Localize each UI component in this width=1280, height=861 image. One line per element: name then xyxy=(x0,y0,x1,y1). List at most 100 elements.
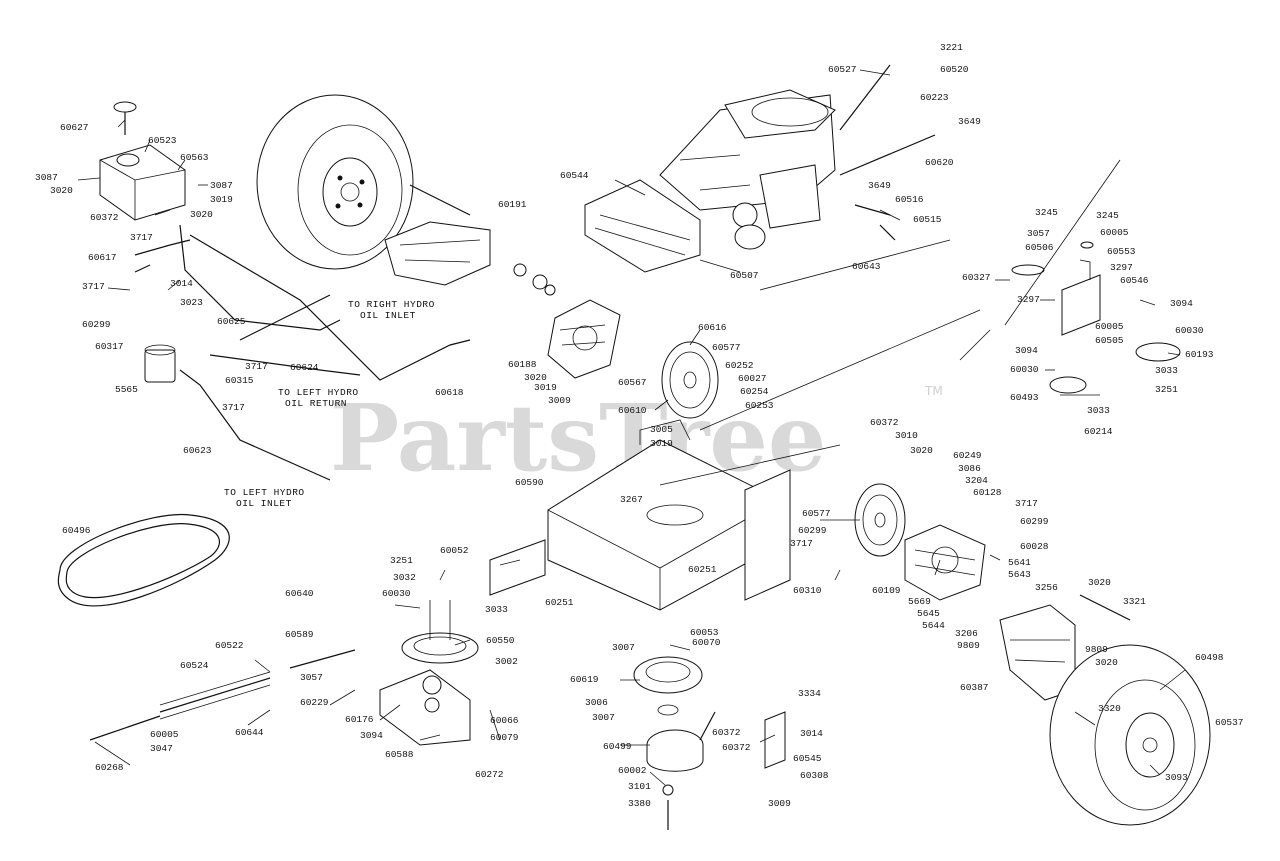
callout-label[interactable]: 3020 xyxy=(50,185,73,196)
callout-label[interactable]: 60544 xyxy=(560,170,589,181)
callout-label[interactable]: 3020 xyxy=(910,445,933,456)
callout-label[interactable]: 3717 xyxy=(130,232,153,243)
callout-label[interactable]: 60109 xyxy=(872,585,901,596)
callout-label[interactable]: 3033 xyxy=(1087,405,1110,416)
callout-label[interactable]: 3019 xyxy=(534,382,557,393)
callout-label[interactable]: 5641 xyxy=(1008,557,1031,568)
callout-label[interactable]: 3267 xyxy=(620,494,643,505)
callout-label[interactable]: 3101 xyxy=(628,781,651,792)
callout-label[interactable]: 60643 xyxy=(852,261,881,272)
callout-label[interactable]: 3033 xyxy=(485,604,508,615)
callout-label[interactable]: 60327 xyxy=(962,272,991,283)
callout-label[interactable]: 3321 xyxy=(1123,596,1146,607)
callout-label[interactable]: 3297 xyxy=(1017,294,1040,305)
callout-label[interactable]: 3297 xyxy=(1110,262,1133,273)
callout-label[interactable]: 3206 xyxy=(955,628,978,639)
callout-label[interactable]: 60644 xyxy=(235,727,264,738)
callout-label[interactable]: 3047 xyxy=(150,743,173,754)
callout-label[interactable]: 3094 xyxy=(360,730,383,741)
callout-label[interactable]: 60515 xyxy=(913,214,942,225)
callout-label[interactable]: 60618 xyxy=(435,387,464,398)
callout-label[interactable]: 60299 xyxy=(82,319,111,330)
callout-label[interactable]: 60372 xyxy=(90,212,119,223)
callout-label[interactable]: 3245 xyxy=(1096,210,1119,221)
callout-label[interactable]: 60640 xyxy=(285,588,314,599)
callout-label[interactable]: 5645 xyxy=(917,608,940,619)
callout-label[interactable]: 3087 xyxy=(210,180,233,191)
callout-label[interactable]: 3094 xyxy=(1015,345,1038,356)
callout-label[interactable]: 3093 xyxy=(1165,772,1188,783)
callout-label[interactable]: 3251 xyxy=(390,555,413,566)
callout-label[interactable]: 60005 xyxy=(1100,227,1129,238)
callout-label[interactable]: 60499 xyxy=(603,741,632,752)
callout-label[interactable]: 60553 xyxy=(1107,246,1136,257)
callout-label[interactable]: 60028 xyxy=(1020,541,1049,552)
callout-label[interactable]: 60507 xyxy=(730,270,759,281)
callout-label[interactable]: 3033 xyxy=(1155,365,1178,376)
callout-label[interactable]: 60030 xyxy=(382,588,411,599)
callout-label[interactable]: 3020 xyxy=(1095,657,1118,668)
callout-label[interactable]: 60299 xyxy=(1020,516,1049,527)
callout-label[interactable]: 60252 xyxy=(725,360,754,371)
callout-label[interactable]: 3010 xyxy=(895,430,918,441)
callout-label[interactable]: 60563 xyxy=(180,152,209,163)
callout-label[interactable]: 60505 xyxy=(1095,335,1124,346)
callout-label[interactable]: 3256 xyxy=(1035,582,1058,593)
callout-label[interactable]: 60372 xyxy=(712,727,741,738)
callout-label[interactable]: 3007 xyxy=(612,642,635,653)
callout-label[interactable]: 60372 xyxy=(870,417,899,428)
callout-label[interactable]: 60588 xyxy=(385,749,414,760)
callout-label[interactable]: 60214 xyxy=(1084,426,1113,437)
callout-label[interactable]: 60053 xyxy=(690,627,719,638)
callout-label[interactable]: 60251 xyxy=(545,597,574,608)
callout-label[interactable]: 60620 xyxy=(925,157,954,168)
callout-label[interactable]: 3002 xyxy=(495,656,518,667)
callout-label[interactable]: 60315 xyxy=(225,375,254,386)
callout-label[interactable]: 3019 xyxy=(210,194,233,205)
callout-label[interactable]: 3014 xyxy=(170,278,193,289)
callout-label[interactable]: 3007 xyxy=(592,712,615,723)
callout-label[interactable]: 60128 xyxy=(973,487,1002,498)
callout-label[interactable]: 60493 xyxy=(1010,392,1039,403)
callout-label[interactable]: 3057 xyxy=(1027,228,1050,239)
callout-label[interactable]: 60070 xyxy=(692,637,721,648)
callout-label[interactable]: 3649 xyxy=(868,180,891,191)
callout-label[interactable]: 3717 xyxy=(790,538,813,549)
callout-label[interactable]: 60523 xyxy=(148,135,177,146)
callout-label[interactable]: 60268 xyxy=(95,762,124,773)
callout-label[interactable]: 60249 xyxy=(953,450,982,461)
callout-label[interactable]: 60079 xyxy=(490,732,519,743)
callout-label[interactable]: 5644 xyxy=(922,620,945,631)
callout-label[interactable]: 60310 xyxy=(793,585,822,596)
callout-label[interactable]: 60223 xyxy=(920,92,949,103)
callout-label[interactable]: 3057 xyxy=(300,672,323,683)
callout-label[interactable]: 9809 xyxy=(957,640,980,651)
callout-label[interactable]: 60299 xyxy=(798,525,827,536)
callout-label[interactable]: 3014 xyxy=(800,728,823,739)
callout-label[interactable]: 60625 xyxy=(217,316,246,327)
callout-label[interactable]: 3221 xyxy=(940,42,963,53)
callout-label[interactable]: 3005 xyxy=(650,424,673,435)
callout-label[interactable]: 60527 xyxy=(828,64,857,75)
callout-label[interactable]: 3320 xyxy=(1098,703,1121,714)
callout-label[interactable]: 3023 xyxy=(180,297,203,308)
callout-label[interactable]: 60052 xyxy=(440,545,469,556)
callout-label[interactable]: 3251 xyxy=(1155,384,1178,395)
callout-label[interactable]: 60005 xyxy=(150,729,179,740)
callout-label[interactable]: 60520 xyxy=(940,64,969,75)
callout-label[interactable]: 3717 xyxy=(222,402,245,413)
callout-label[interactable]: 3009 xyxy=(548,395,571,406)
callout-label[interactable]: 3087 xyxy=(35,172,58,183)
callout-label[interactable]: 3086 xyxy=(958,463,981,474)
callout-label[interactable]: 3334 xyxy=(798,688,821,699)
callout-label[interactable]: 60251 xyxy=(688,564,717,575)
callout-label[interactable]: 3009 xyxy=(768,798,791,809)
callout-label[interactable]: 60522 xyxy=(215,640,244,651)
callout-label[interactable]: 60372 xyxy=(722,742,751,753)
callout-label[interactable]: 60506 xyxy=(1025,242,1054,253)
callout-label[interactable]: 60567 xyxy=(618,377,647,388)
callout-label[interactable]: 60546 xyxy=(1120,275,1149,286)
callout-label[interactable]: 3380 xyxy=(628,798,651,809)
callout-label[interactable]: 60229 xyxy=(300,697,329,708)
callout-label[interactable]: 60030 xyxy=(1010,364,1039,375)
